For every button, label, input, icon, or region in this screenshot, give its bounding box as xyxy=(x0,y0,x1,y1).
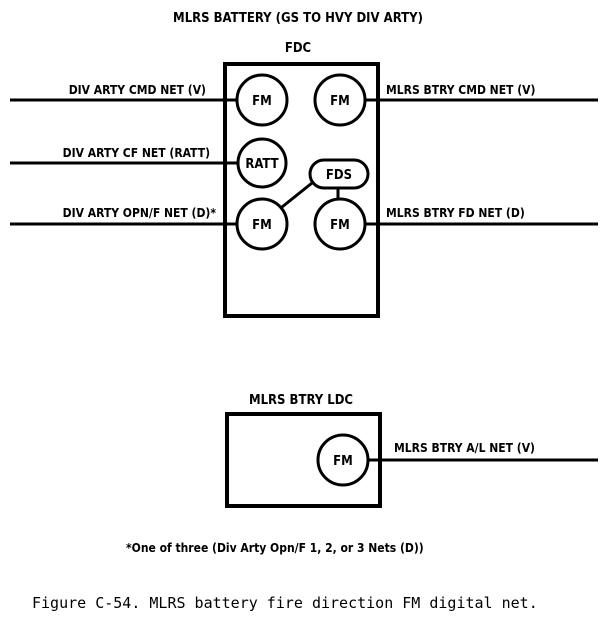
fm-radio-ldc: FM xyxy=(316,433,370,487)
ratt-radio: RATT xyxy=(236,137,288,189)
fm-radio-bottom-right: FM xyxy=(313,197,367,251)
mlrs-btry-cmd-net-label: MLRS BTRY CMD NET (V) xyxy=(386,83,536,97)
fm-radio-label: FM xyxy=(333,454,353,469)
footnote: *One of three (Div Arty Opn/F 1, 2, or 3… xyxy=(126,541,424,555)
fm-radio-label: FM xyxy=(330,218,350,233)
div-arty-cmd-net-label: DIV ARTY CMD NET (V) xyxy=(69,83,206,97)
fds-label: FDS xyxy=(326,168,352,183)
figure-caption: Figure C-54. MLRS battery fire direction… xyxy=(32,594,538,612)
mlrs-btry-fd-net-label: MLRS BTRY FD NET (D) xyxy=(386,206,525,220)
div-arty-opn-net-label: DIV ARTY OPN/F NET (D)* xyxy=(63,206,217,220)
fds-unit: FDS xyxy=(308,158,370,190)
fds-link-left xyxy=(281,181,313,209)
ldc-label: MLRS BTRY LDC xyxy=(249,393,353,408)
div-arty-cf-net-label: DIV ARTY CF NET (RATT) xyxy=(63,146,210,160)
fm-radio-label: FM xyxy=(330,94,350,109)
fdc-label: FDC xyxy=(285,41,311,56)
fm-radio-label: FM xyxy=(252,218,272,233)
mlrs-btry-al-net-label: MLRS BTRY A/L NET (V) xyxy=(394,441,535,455)
diagram-title: MLRS BATTERY (GS TO HVY DIV ARTY) xyxy=(173,11,423,26)
fdc-box xyxy=(223,62,380,318)
fm-radio-label: FM xyxy=(252,94,272,109)
ratt-radio-label: RATT xyxy=(245,157,278,172)
fm-radio-top-left: FM xyxy=(235,73,289,127)
fm-radio-top-right: FM xyxy=(313,73,367,127)
fm-radio-bottom-left: FM xyxy=(235,197,289,251)
